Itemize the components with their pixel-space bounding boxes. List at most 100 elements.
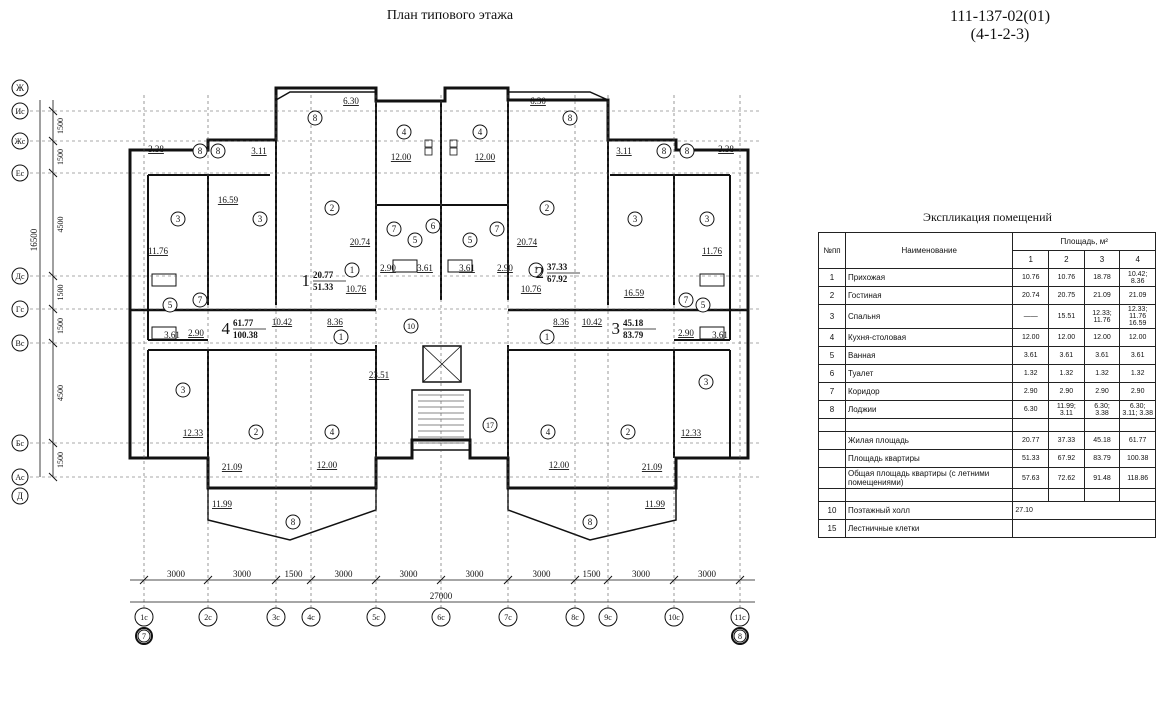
row-value: 21.09 (1119, 286, 1156, 305)
col-axis-marker: 4с (307, 613, 315, 622)
apartment-total-area: 83.79 (623, 330, 644, 340)
vertical-dim-text: 1500 (56, 452, 65, 468)
stove-burner (449, 139, 458, 148)
row-no: 15 (818, 519, 846, 538)
dim-tick (48, 271, 58, 281)
gap-cell (1119, 488, 1156, 502)
row-value: 3.61 (1119, 346, 1156, 365)
horizontal-dim-text: 3000 (533, 569, 552, 579)
room-number-circle (679, 143, 695, 159)
gap-cell (1012, 418, 1050, 432)
room-number: 7 (684, 295, 689, 305)
room-number-circle (344, 262, 360, 278)
room-number: 8 (662, 146, 667, 156)
gap-cell (844, 418, 1014, 432)
room-area: 12.00 (391, 152, 412, 162)
room-area: 3.61 (164, 330, 180, 340)
room-number-circle (248, 424, 264, 440)
dim-tick (48, 168, 58, 178)
room-area: 8.36 (327, 317, 343, 327)
table-gap (818, 418, 1156, 432)
row-axis-marker-circle (11, 300, 29, 318)
gap-cell (844, 488, 1014, 502)
row-axis-marker: Жс (15, 137, 26, 146)
row-name: Площадь квартиры (844, 449, 1014, 468)
col-axis-marker: 9с (604, 613, 612, 622)
row-value: 6.30; 3.38 (1083, 400, 1121, 419)
project-code-line1: 111-137-02(01) (949, 8, 1051, 25)
room-area: 10.42 (582, 317, 602, 327)
room-number-circle (324, 200, 340, 216)
room-area: 12.00 (475, 152, 496, 162)
row-value: 72.62 (1048, 467, 1085, 489)
row-value: 83.79 (1083, 449, 1121, 468)
room-number-circle (528, 262, 544, 278)
col-axis-marker-circle (730, 607, 750, 627)
stove-burner (424, 147, 433, 156)
room-area: 11.76 (148, 246, 168, 256)
interior-wall (148, 174, 730, 341)
row-value: 1.32 (1048, 364, 1085, 383)
room-number: 2 (545, 203, 550, 213)
dim-tick (503, 575, 513, 585)
room-number: 8 (568, 113, 573, 123)
row-name: Ванная (844, 346, 1014, 365)
row-value: 27.10 (1012, 501, 1156, 520)
row-axis-marker-circle (11, 468, 29, 486)
gap-cell (1119, 418, 1156, 432)
row-value: 12.00 (1048, 328, 1085, 347)
dim-tick (203, 575, 213, 585)
vertical-total-text: 16500 (29, 228, 39, 251)
row-value: 10.76 (1048, 268, 1085, 287)
room-area: 3.61 (459, 263, 475, 273)
row-value: 6.30; 3.11; 3.38 (1119, 400, 1156, 419)
col-axis-ext-marker: 8 (738, 632, 742, 641)
apartment-number: 2 (536, 263, 545, 282)
gap-cell (818, 418, 846, 432)
row-no: 10 (818, 501, 846, 520)
dim-tick (570, 575, 580, 585)
room-number: 3 (705, 214, 710, 224)
row-value (1012, 519, 1156, 538)
row-value: 3.61 (1012, 346, 1050, 365)
col-axis-ext-ring (731, 627, 749, 645)
row-no: 6 (818, 364, 846, 383)
room-area: 11.99 (645, 499, 665, 509)
header-apartment-col: 4 (1119, 250, 1156, 269)
interior-wall (147, 101, 731, 340)
room-number: 10 (407, 322, 415, 331)
row-value: 18.78 (1083, 268, 1121, 287)
col-axis-marker: 6с (437, 613, 445, 622)
row-value: 3.61 (1048, 346, 1085, 365)
room-area: 3.61 (712, 330, 728, 340)
gap-cell (1048, 488, 1085, 502)
col-axis-ext-ring (135, 627, 153, 645)
row-axis-marker-circle (11, 267, 29, 285)
row-value: 37.33 (1048, 431, 1085, 450)
room-number: 3 (181, 385, 186, 395)
row-value: 100.38 (1119, 449, 1156, 468)
row-value: 57.63 (1012, 467, 1050, 489)
room-area: 12.33 (183, 428, 204, 438)
col-axis-marker-circle (664, 607, 684, 627)
project-code: 111-137-02(01) (4-1-2-3) (900, 8, 1100, 44)
room-area: 12.00 (549, 460, 570, 470)
row-no (818, 431, 846, 450)
vertical-dim-text: 4500 (56, 385, 65, 401)
dim-tick (735, 575, 745, 585)
col-axis-marker: 5с (372, 613, 380, 622)
col-axis-marker-circle (134, 607, 154, 627)
room-number-circle (162, 297, 178, 313)
room-area: 16.59 (218, 195, 239, 205)
apartment-living-area: 20.77 (313, 270, 334, 280)
dim-tick (48, 438, 58, 448)
room-number: 7 (495, 224, 500, 234)
bath-fixture (699, 326, 725, 340)
apartment-living-area: 37.33 (547, 262, 568, 272)
